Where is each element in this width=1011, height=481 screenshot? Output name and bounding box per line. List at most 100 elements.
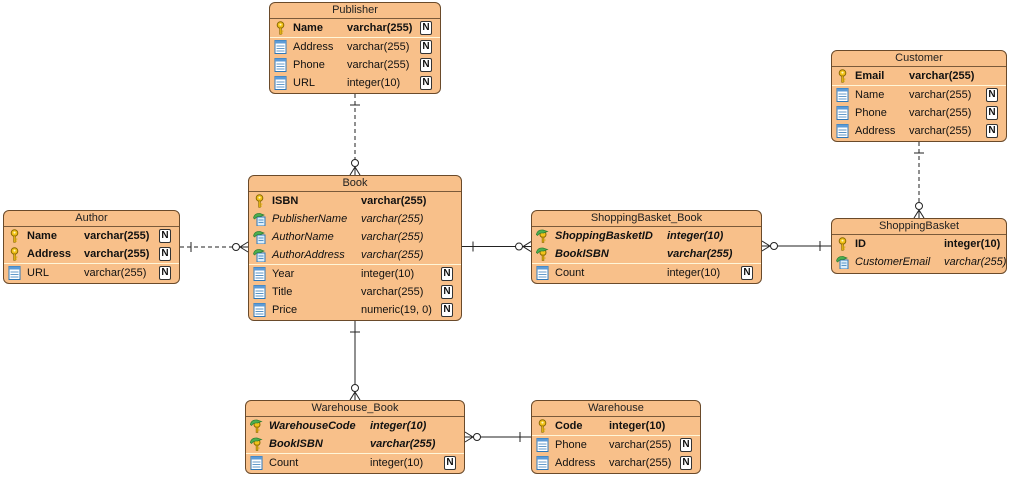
crows-foot-mark [464, 436, 474, 443]
entity-title: Author [4, 211, 179, 227]
crows-foot-mark [349, 166, 356, 176]
column-name: Address [555, 457, 596, 469]
column-type: numeric(19, 0) [361, 304, 432, 316]
column-type: integer(10) [370, 420, 427, 432]
crows-foot-mark [239, 241, 249, 248]
foreign-key-icon [535, 247, 549, 261]
crows-foot-mark [349, 391, 356, 401]
column-type: varchar(255) [84, 230, 150, 242]
column-type: varchar(255) [909, 89, 972, 101]
column-icon [274, 40, 287, 54]
column-name: AuthorAddress [272, 249, 345, 261]
not-null-icon: N [680, 456, 692, 470]
column-name: ID [855, 238, 866, 250]
column-name: Name [855, 89, 885, 101]
column-name: Price [272, 304, 298, 316]
column-row[interactable]: WarehouseCode integer(10) [246, 417, 464, 435]
not-null-icon: N [986, 124, 998, 138]
column-icon [536, 438, 549, 452]
column-icon [536, 456, 549, 470]
column-row[interactable]: AuthorName varchar(255) [249, 228, 461, 246]
column-icon [8, 266, 21, 280]
not-null-icon: N [986, 106, 998, 120]
crows-foot-mark [761, 245, 771, 252]
crows-foot-mark [464, 431, 474, 438]
crows-foot-mark [761, 240, 771, 247]
crows-foot-mark [239, 246, 249, 253]
column-icon [253, 267, 266, 281]
column-icon [836, 124, 849, 138]
column-icon [253, 285, 266, 299]
not-null-icon: N [441, 303, 453, 317]
zero-cardinality-circle [351, 384, 359, 392]
column-name: Name [27, 230, 57, 242]
foreign-key-icon [249, 437, 263, 451]
column-icon [836, 106, 849, 120]
column-type: varchar(255) [361, 213, 424, 225]
zero-cardinality-circle [232, 243, 240, 251]
column-type: integer(10) [667, 230, 724, 242]
not-null-icon: N [159, 266, 171, 280]
crows-foot-mark [354, 166, 361, 176]
column-row[interactable]: Price numeric(19, 0) N [249, 301, 461, 319]
column-name: WarehouseCode [269, 420, 356, 432]
crows-foot-mark [522, 246, 532, 252]
column-type: integer(10) [609, 420, 666, 432]
column-type: varchar(255) [84, 248, 150, 260]
column-name: URL [27, 267, 50, 279]
column-name: Email [855, 70, 885, 82]
key-icon [836, 237, 849, 251]
zero-cardinality-circle [915, 202, 923, 210]
column-name: AuthorName [272, 231, 334, 243]
column-name: Phone [555, 439, 587, 451]
column-type: varchar(255) [361, 231, 424, 243]
column-name: BookISBN [269, 438, 323, 450]
column-type: varchar(255) [909, 107, 972, 119]
entity-title: Book [249, 176, 461, 192]
column-type: varchar(255) [909, 70, 975, 82]
key-icon [253, 194, 266, 208]
entity-title: Customer [832, 51, 1006, 67]
column-type: integer(10) [361, 268, 415, 280]
not-null-icon: N [680, 438, 692, 452]
not-null-icon: N [741, 266, 753, 280]
column-row[interactable]: Email varchar(255) [832, 67, 1006, 86]
column-type: integer(10) [667, 267, 721, 279]
column-icon [274, 76, 287, 90]
entity-title: ShoppingBasket_Book [532, 211, 761, 227]
